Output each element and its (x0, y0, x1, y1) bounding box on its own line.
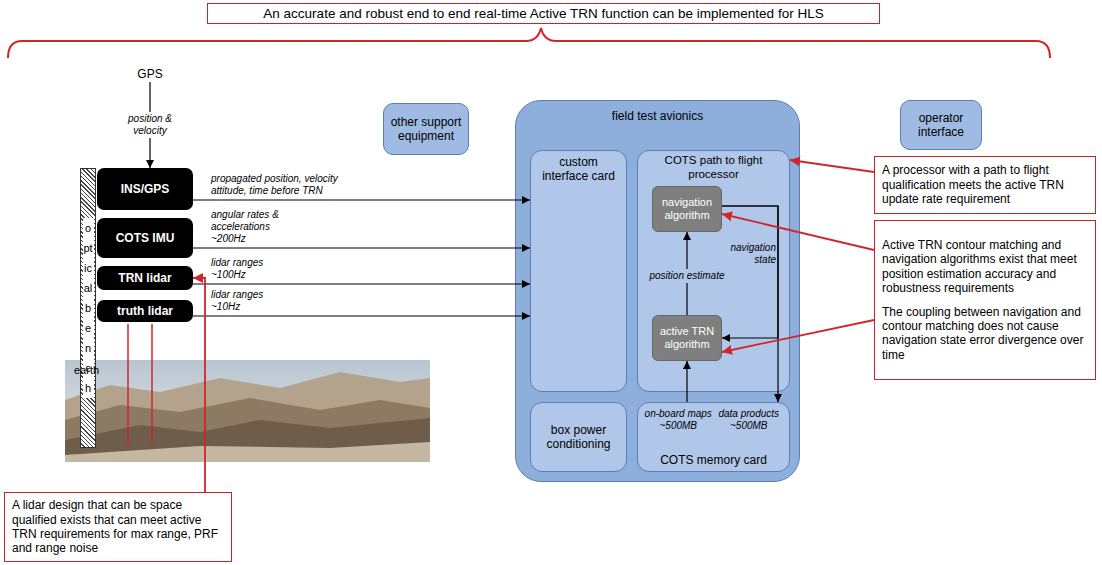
signal-arrow (193, 199, 530, 200)
source-box: GPS (126, 66, 174, 82)
algorithm-box: active TRN algorithm (652, 315, 722, 361)
box-label: data products ~500MB (714, 408, 785, 432)
callout-box: A processor with a path to flight qualif… (874, 156, 1096, 214)
card-box: custom interface card (530, 150, 627, 392)
signal-label: lidar ranges ~100Hz (211, 257, 293, 281)
box-label: The coupling between navigation and cont… (882, 305, 1088, 363)
box-label: An accurate and robust end to end real-t… (263, 6, 823, 22)
box-label: TRN lidar (118, 271, 171, 285)
box-label: custom interface card (536, 155, 621, 183)
callout-box: A lidar design that can be space qualifi… (4, 492, 232, 562)
signal-arrow (193, 315, 530, 316)
signal-arrow (193, 283, 530, 284)
equipment-box: other support equipment (383, 103, 469, 155)
title-box: An accurate and robust end to end real-t… (207, 3, 880, 24)
callout-box: Active TRN contour matching and navigati… (874, 220, 1096, 380)
box-label: operator interface (905, 111, 977, 139)
avionics-box: field test avionics custom interface card… (515, 100, 800, 482)
power-box: box power conditioning (530, 402, 627, 472)
optical-bench: optical bench (80, 168, 96, 448)
box-label: Active TRN contour matching and navigati… (882, 238, 1088, 296)
signal-label: lidar ranges ~10Hz (211, 289, 293, 313)
signal-label: position estimate (645, 269, 729, 283)
lidar-beam (151, 324, 153, 445)
signal-arrow (722, 206, 778, 402)
sensor-box: INS/GPS (97, 168, 193, 210)
box-label: active TRN algorithm (656, 325, 718, 351)
signal-label: propagated position, velocity attitude, … (211, 173, 361, 197)
box-label: box power conditioning (536, 423, 621, 451)
interface-box: operator interface (900, 100, 982, 150)
signal-label: position & velocity (120, 112, 180, 138)
box-label: GPS (137, 67, 162, 81)
callout-arrow (722, 320, 874, 352)
box-label: A lidar design that can be space qualifi… (12, 498, 224, 556)
box-label: A processor with a path to flight qualif… (882, 163, 1088, 206)
box-label: field test avionics (526, 109, 789, 123)
box-label: other support equipment (388, 115, 464, 143)
sensor-box: truth lidar (97, 300, 193, 322)
sensor-box: COTS IMU (97, 218, 193, 258)
signal-arrow (193, 247, 530, 248)
box-label: on-board maps ~500MB (643, 408, 714, 432)
callout-arrow (790, 160, 874, 172)
signal-label: navigation state (724, 242, 776, 266)
signal-arrow (722, 206, 778, 338)
box-label: COTS memory card (643, 453, 784, 467)
callout-arrow (193, 278, 205, 492)
box-label: COTS IMU (116, 231, 175, 245)
algorithm-box: navigation algorithm (652, 186, 722, 232)
box-label: INS/GPS (121, 182, 170, 196)
signal-label: angular rates & accelerations ~200Hz (211, 209, 293, 245)
box-label: truth lidar (117, 304, 173, 318)
sensor-box: TRN lidar (97, 266, 193, 290)
signal-arrow (686, 361, 687, 402)
earth-picture (65, 360, 430, 462)
title-bracket (8, 28, 1050, 58)
picture-label: earth (74, 364, 99, 377)
memory-box: on-board maps ~500MBdata products ~500MB… (637, 402, 790, 472)
box-label: navigation algorithm (656, 196, 718, 222)
box-label: COTS path to flight processor (642, 154, 785, 181)
lidar-beam (127, 324, 129, 445)
